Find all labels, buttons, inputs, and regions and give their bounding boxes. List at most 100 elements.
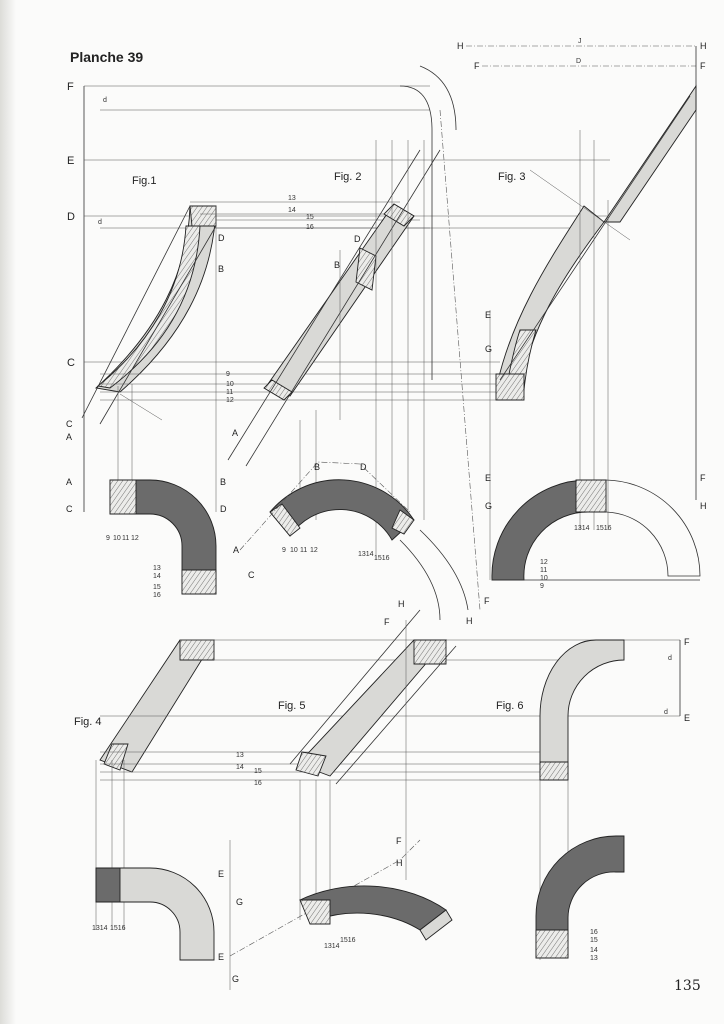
fig3-tick-1516: 1516 bbox=[596, 525, 612, 532]
fig1-point-a: A bbox=[66, 432, 72, 442]
figure-3: Fig. 3 E G F H E G 1314 1516 12 11 bbox=[485, 84, 707, 590]
figure-6-label: Fig. 6 bbox=[496, 700, 524, 712]
fig1-plan-c: C bbox=[66, 504, 73, 514]
fig1-tick-10: 10 bbox=[113, 535, 121, 542]
fig1-side-14: 14 bbox=[153, 573, 161, 580]
line-16: 16 bbox=[306, 224, 314, 231]
fig5-point-g: G bbox=[236, 897, 243, 907]
fig3-side-9: 9 bbox=[540, 583, 544, 590]
axis-letter-f: F bbox=[67, 81, 74, 93]
fig2-tick-1516: 1516 bbox=[374, 555, 390, 562]
fig2-plan-b: B bbox=[314, 462, 320, 472]
fig3-side-10: 10 bbox=[540, 575, 548, 582]
binding-shadow bbox=[0, 0, 16, 1024]
fig1-side-13: 13 bbox=[153, 565, 161, 572]
figure-2: Fig. 2 A C B D A D B 9 bbox=[227, 140, 441, 580]
mid-point-h-right: H bbox=[466, 616, 473, 626]
fig6-side-13: 13 bbox=[590, 955, 598, 962]
fig2-tick-11: 11 bbox=[300, 547, 307, 554]
line-12: 12 bbox=[226, 397, 234, 404]
dim-d: D bbox=[576, 58, 581, 65]
fig1-plan-a: A bbox=[66, 477, 72, 487]
fig1-point-c: C bbox=[66, 419, 73, 429]
fig2-plan-d: D bbox=[360, 462, 367, 472]
fig5-point-h: H bbox=[396, 858, 403, 868]
axis-letter-c: C bbox=[67, 357, 75, 369]
page-number: 135 bbox=[674, 978, 701, 994]
fig2-point-b: B bbox=[334, 260, 340, 270]
fig5-point-f: F bbox=[396, 836, 402, 846]
fig5-plan-e: E bbox=[218, 952, 224, 962]
point-h-top: H bbox=[457, 41, 464, 51]
fig5-point-e: E bbox=[218, 869, 224, 879]
fig3-point-g: G bbox=[485, 344, 492, 354]
line-14: 14 bbox=[288, 207, 296, 214]
fig4-tick-1516: 1516 bbox=[110, 925, 126, 932]
bottom-line-15: 15 bbox=[254, 768, 262, 775]
figure-5-label: Fig. 5 bbox=[278, 700, 306, 712]
fig3-side-12: 12 bbox=[540, 559, 548, 566]
fig3-tick-1314: 1314 bbox=[574, 525, 590, 532]
right-letter-h: H bbox=[700, 41, 707, 51]
fig1-tick-12: 12 bbox=[131, 535, 139, 542]
top-right-dimensions: H F H F J D bbox=[399, 38, 707, 500]
dim-j: J bbox=[578, 38, 582, 45]
figure-2-label: Fig. 2 bbox=[334, 171, 362, 183]
line-13: 13 bbox=[288, 195, 296, 202]
bottom-line-13: 13 bbox=[236, 752, 244, 759]
line-10: 10 bbox=[226, 381, 234, 388]
fig1-tick-11: 11 bbox=[122, 535, 129, 542]
fig1-plan-d: D bbox=[220, 504, 227, 514]
line-11: 11 bbox=[226, 389, 233, 396]
fig2-tick-10: 10 bbox=[290, 547, 298, 554]
bottom-line-14: 14 bbox=[236, 764, 244, 771]
fig1-side-15: 15 bbox=[153, 584, 161, 591]
fig1-tick-9: 9 bbox=[106, 535, 110, 542]
dim-d-upper: d bbox=[103, 97, 107, 104]
plate-title: Planche 39 bbox=[70, 49, 144, 65]
line-15: 15 bbox=[306, 214, 314, 221]
figure-6: Fig. 6 F E d d 16 15 14 13 bbox=[496, 637, 690, 962]
fig3-plan-e: E bbox=[485, 473, 491, 483]
figure-1-label: Fig.1 bbox=[132, 175, 156, 187]
figure-3-label: Fig. 3 bbox=[498, 171, 526, 183]
axis-letter-d: D bbox=[67, 211, 75, 223]
fig6-letter-e: E bbox=[684, 713, 690, 723]
fig3-side-11: 11 bbox=[540, 567, 547, 574]
dim-d-lower: d bbox=[98, 219, 102, 226]
figure-5: Fig. 5 E G E G F H 1314 1516 bbox=[218, 609, 457, 990]
mid-point-f-right: F bbox=[484, 596, 490, 606]
fig6-side-14: 14 bbox=[590, 947, 598, 954]
fig6-letter-f: F bbox=[684, 637, 690, 647]
line-9: 9 bbox=[226, 371, 230, 378]
fig1-side-16: 16 bbox=[153, 592, 161, 599]
figure-4-label: Fig. 4 bbox=[74, 716, 102, 728]
fig5-tick-1516: 1516 bbox=[340, 937, 356, 944]
fig6-side-16: 16 bbox=[590, 929, 598, 936]
axis-letter-e: E bbox=[67, 155, 74, 167]
fig4-tick-1314: 1314 bbox=[92, 925, 108, 932]
fig2-tick-9: 9 bbox=[282, 547, 286, 554]
fig2-plan-a: A bbox=[233, 545, 239, 555]
fig1-point-b: B bbox=[218, 264, 224, 274]
fig2-plan-c: C bbox=[248, 570, 255, 580]
right-letter-f: F bbox=[700, 61, 706, 71]
fig3-plan-f: F bbox=[700, 473, 706, 483]
fig3-plan-h: H bbox=[700, 501, 707, 511]
fig6-side-15: 15 bbox=[590, 937, 598, 944]
point-f-top: F bbox=[474, 61, 480, 71]
fig3-plan-g: G bbox=[485, 501, 492, 511]
fig2-tick-1314: 1314 bbox=[358, 551, 374, 558]
fig5-tick-1314: 1314 bbox=[324, 943, 340, 950]
connecting-construction: H F F H bbox=[384, 109, 490, 627]
fig1-point-d: D bbox=[218, 233, 225, 243]
mid-point-f: F bbox=[384, 617, 390, 627]
fig6-dim-d-lower: d bbox=[664, 709, 668, 716]
left-axis: F E D C d d bbox=[67, 81, 620, 512]
fig2-point-a: A bbox=[232, 428, 238, 438]
fig6-dim-d-upper: d bbox=[668, 655, 672, 662]
fig2-point-d: D bbox=[354, 234, 361, 244]
mid-point-h: H bbox=[398, 599, 405, 609]
